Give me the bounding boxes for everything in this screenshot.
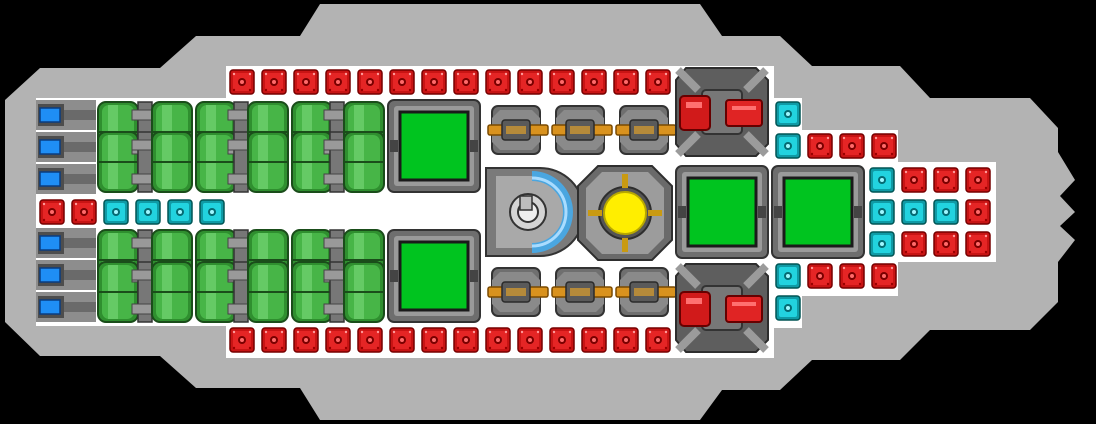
engine-cylinder-icon (247, 261, 289, 323)
armor-block-icon (451, 67, 481, 97)
armor-block-icon (547, 325, 577, 355)
thruster-icon (35, 227, 97, 259)
armor-block-icon (931, 229, 961, 259)
armor-block-icon (579, 325, 609, 355)
armor-block-icon (451, 325, 481, 355)
engine-cylinder-icon (151, 261, 193, 323)
armor-block-icon (323, 325, 353, 355)
armor-block-icon (387, 325, 417, 355)
armor-block-icon (805, 131, 835, 161)
reactor-core-icon[interactable] (577, 165, 673, 261)
shield-block-icon (773, 131, 803, 161)
armor-block-icon (869, 261, 899, 291)
room-center-right[interactable] (674, 164, 770, 260)
engine-bank-upper (35, 99, 385, 195)
thruster-icon (35, 291, 97, 323)
cannon-icon[interactable] (615, 267, 677, 317)
shield-block-icon (197, 197, 227, 227)
thruster-icon (35, 259, 97, 291)
armor-block-icon (323, 67, 353, 97)
shield-block-icon (867, 229, 897, 259)
thruster-icon (35, 131, 97, 163)
armor-block-icon (931, 165, 961, 195)
armor-block-icon (963, 197, 993, 227)
armor-block-icon (515, 67, 545, 97)
room-lower-left[interactable] (386, 228, 482, 324)
shield-block-icon (773, 99, 803, 129)
armor-block-icon (227, 325, 257, 355)
armor-block-icon (227, 67, 257, 97)
armor-block-icon (259, 67, 289, 97)
engine-cylinder-icon (247, 131, 289, 193)
armor-block-icon (837, 261, 867, 291)
armor-block-icon (643, 325, 673, 355)
cannon-icon[interactable] (487, 267, 549, 317)
armor-block-icon (387, 67, 417, 97)
armor-block-icon (611, 67, 641, 97)
shield-block-icon (165, 197, 195, 227)
armor-block-icon (869, 131, 899, 161)
armor-block-icon (547, 67, 577, 97)
shield-block-icon (867, 165, 897, 195)
shield-block-icon (899, 197, 929, 227)
room-far-right[interactable] (770, 164, 866, 260)
armor-block-icon (899, 165, 929, 195)
armor-block-icon (963, 165, 993, 195)
room-upper-left[interactable] (386, 98, 482, 194)
cannon-icon[interactable] (487, 105, 549, 155)
armor-block-icon (515, 325, 545, 355)
armor-block-icon (483, 67, 513, 97)
armor-block-icon (579, 67, 609, 97)
engine-cylinder-icon (151, 131, 193, 193)
armor-block-icon (355, 67, 385, 97)
armor-block-icon (37, 197, 67, 227)
armor-block-icon (355, 325, 385, 355)
turret-icon[interactable] (676, 68, 768, 156)
armor-block-icon (899, 229, 929, 259)
shield-block-icon (867, 197, 897, 227)
armor-block-icon (611, 325, 641, 355)
armor-block-icon (643, 67, 673, 97)
cannon-icon[interactable] (551, 105, 613, 155)
thruster-icon (35, 163, 97, 195)
shield-block-icon (773, 261, 803, 291)
armor-block-icon (837, 131, 867, 161)
cockpit-dome-icon[interactable] (485, 167, 585, 257)
turret-icon[interactable] (676, 264, 768, 352)
armor-block-icon (69, 197, 99, 227)
engine-cylinder-icon (343, 131, 385, 193)
engine-cylinder-icon (343, 261, 385, 323)
cannon-row-lower (487, 267, 677, 317)
shield-block-icon (931, 197, 961, 227)
armor-block-icon (483, 325, 513, 355)
engine-bank-lower (35, 227, 385, 323)
armor-block-icon (259, 325, 289, 355)
thruster-icon (35, 99, 97, 131)
shield-block-icon (101, 197, 131, 227)
cannon-row-upper (487, 105, 677, 155)
armor-block-icon (419, 325, 449, 355)
shield-block-icon (773, 293, 803, 323)
shield-block-icon (133, 197, 163, 227)
armor-block-icon (291, 325, 321, 355)
cannon-icon[interactable] (615, 105, 677, 155)
armor-block-icon (963, 229, 993, 259)
armor-block-icon (291, 67, 321, 97)
cannon-icon[interactable] (551, 267, 613, 317)
armor-block-icon (805, 261, 835, 291)
armor-block-icon (419, 67, 449, 97)
